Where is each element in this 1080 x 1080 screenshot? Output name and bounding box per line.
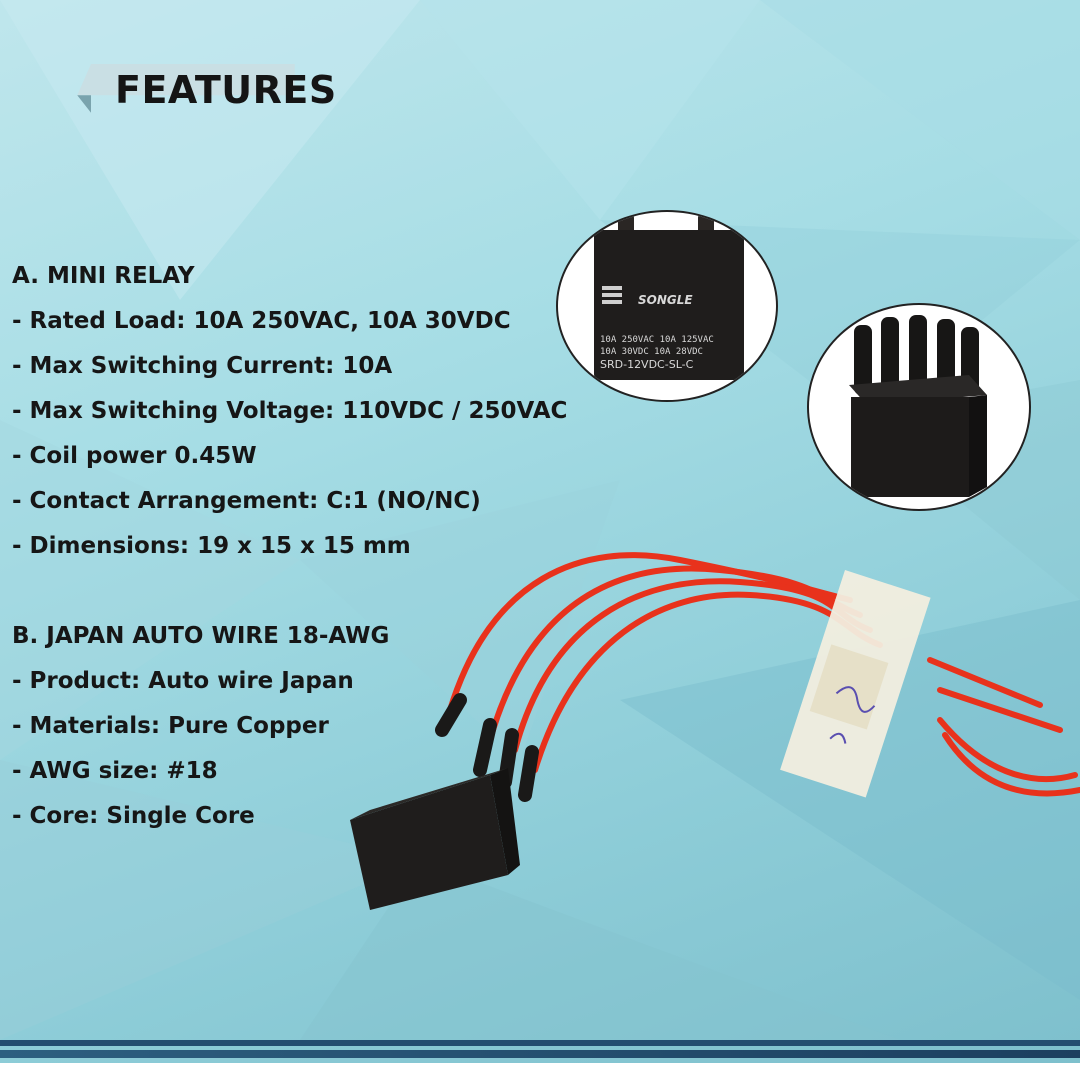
relay-rating-line1: 10A 250VAC 10A 125VAC bbox=[600, 335, 714, 345]
spec-product: - Product: Auto wire Japan bbox=[12, 668, 354, 694]
spec-rated-load: - Rated Load: 10A 250VAC, 10A 30VDC bbox=[12, 308, 511, 334]
page-title: FEATURES bbox=[115, 68, 337, 112]
spec-max-voltage: - Max Switching Voltage: 110VDC / 250VAC bbox=[12, 398, 568, 424]
relay-rating-line2: 10A 30VDC 10A 28VDC bbox=[600, 347, 703, 357]
relay-with-wires-image bbox=[350, 552, 1080, 910]
spec-materials: - Materials: Pure Copper bbox=[12, 713, 329, 739]
relay-side-image bbox=[849, 315, 987, 497]
relay-brand-label: SONGLE bbox=[638, 293, 693, 307]
footer-bar-bottom bbox=[0, 1050, 1080, 1058]
section-a-title: A. MINI RELAY bbox=[12, 263, 195, 289]
spec-max-current: - Max Switching Current: 10A bbox=[12, 353, 393, 379]
spec-contact-arrangement: - Contact Arrangement: C:1 (NO/NC) bbox=[12, 488, 481, 514]
spec-core: - Core: Single Core bbox=[12, 803, 255, 829]
spec-awg-size: - AWG size: #18 bbox=[12, 758, 218, 784]
relay-side-closeup bbox=[807, 303, 1031, 511]
relay-model-label: SRD-12VDC-SL-C bbox=[600, 358, 694, 371]
section-b-title: B. JAPAN AUTO WIRE 18-AWG bbox=[12, 623, 390, 649]
relay-label-closeup: SONGLE 10A 250VAC 10A 125VAC 10A 30VDC 1… bbox=[556, 210, 778, 402]
spec-coil-power: - Coil power 0.45W bbox=[12, 443, 257, 469]
footer-strip bbox=[0, 1063, 1080, 1080]
features-banner bbox=[77, 64, 295, 113]
relay-top-image: SONGLE 10A 250VAC 10A 125VAC 10A 30VDC 1… bbox=[594, 212, 744, 380]
footer-bar-top bbox=[0, 1040, 1080, 1046]
spec-dimensions: - Dimensions: 19 x 15 x 15 mm bbox=[12, 533, 411, 559]
